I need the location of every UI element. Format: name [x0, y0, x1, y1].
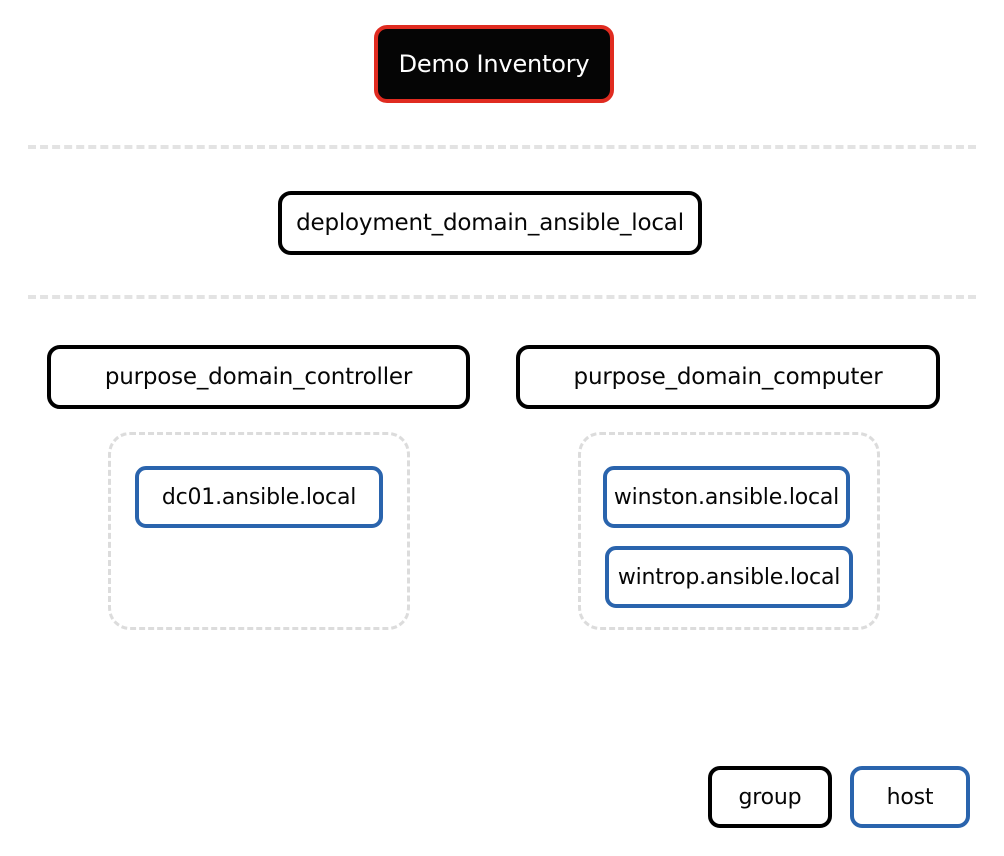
host-cluster-purpose-domain-computer: [578, 432, 880, 630]
host-cluster-purpose-domain-controller: [108, 432, 410, 630]
group-node-deployment-domain-ansible-local[interactable]: deployment_domain_ansible_local: [278, 191, 702, 255]
group-node-label: deployment_domain_ansible_local: [296, 210, 684, 236]
rank-separator-1: [28, 145, 976, 149]
group-node-purpose-domain-controller[interactable]: purpose_domain_controller: [47, 345, 470, 409]
rank-separator-2: [28, 295, 976, 299]
group-node-label: purpose_domain_computer: [573, 364, 883, 390]
host-node-dc01-ansible-local[interactable]: dc01.ansible.local: [135, 466, 383, 528]
root-group-node-demo-inventory[interactable]: Demo Inventory: [374, 25, 614, 103]
root-group-node-label: Demo Inventory: [398, 50, 590, 78]
legend-item-host: host: [850, 766, 970, 828]
host-node-label: winston.ansible.local: [613, 484, 840, 510]
legend-item-group-label: group: [738, 784, 802, 810]
group-node-label: purpose_domain_controller: [104, 364, 413, 390]
host-node-label: dc01.ansible.local: [161, 484, 357, 510]
legend-item-host-label: host: [886, 784, 934, 810]
group-node-purpose-domain-computer[interactable]: purpose_domain_computer: [516, 345, 940, 409]
host-node-winston-ansible-local[interactable]: winston.ansible.local: [603, 466, 850, 528]
host-node-wintrop-ansible-local[interactable]: wintrop.ansible.local: [605, 546, 853, 608]
legend-item-group: group: [708, 766, 832, 828]
host-node-label: wintrop.ansible.local: [617, 564, 841, 590]
